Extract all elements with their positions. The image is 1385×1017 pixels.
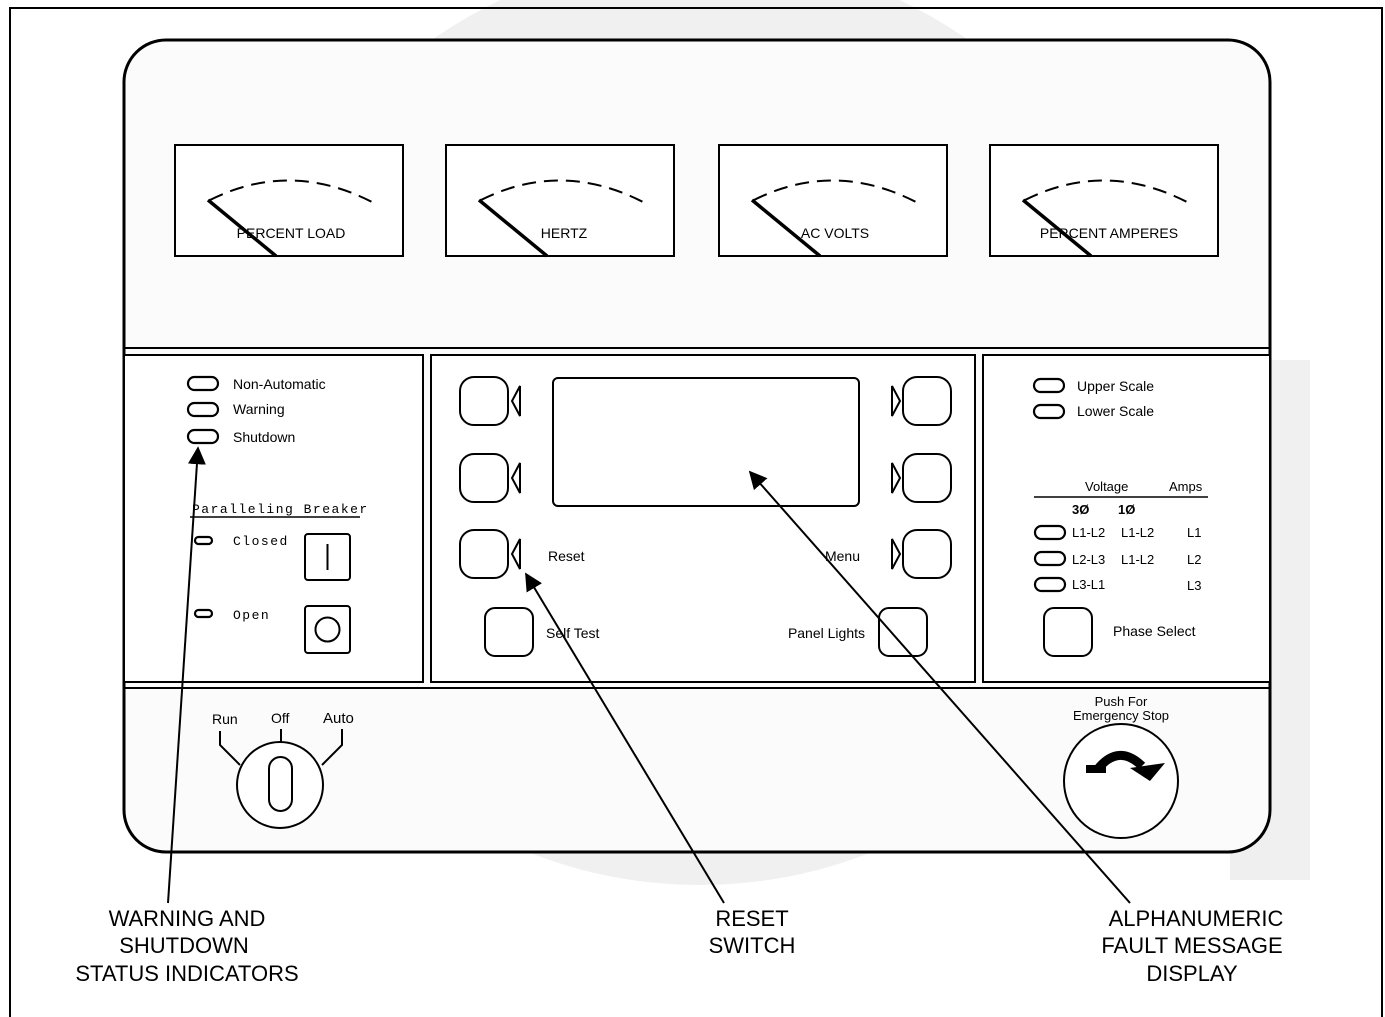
callout-status-line2: SHUTDOWN xyxy=(119,933,249,958)
led-upper-scale xyxy=(1032,377,1066,394)
led-non-automatic xyxy=(186,375,220,392)
callout-status-line1: WARNING AND xyxy=(109,906,266,931)
right-panel: Upper Scale Lower Scale Voltage Amps 3Ø … xyxy=(982,354,1271,683)
meter-hertz: HERTZ xyxy=(445,144,675,258)
triangle-left-icon xyxy=(510,538,521,570)
menu-button[interactable] xyxy=(891,529,952,579)
upper-scale-label: Upper Scale xyxy=(1077,378,1154,394)
indicator-label-shutdown: Shutdown xyxy=(233,429,295,445)
led-lower-scale xyxy=(1032,403,1066,420)
rotate-arrow-icon xyxy=(1086,751,1165,781)
triangle-right-icon xyxy=(891,462,902,494)
soft-key-left-1[interactable] xyxy=(459,376,521,426)
callout-reset-line1: RESET xyxy=(715,906,788,931)
amps-header: Amps xyxy=(1169,479,1203,494)
emergency-stop-button[interactable] xyxy=(1063,723,1179,839)
lower-scale-label: Lower Scale xyxy=(1077,403,1154,419)
triangle-right-icon xyxy=(891,538,902,570)
led-phase-2 xyxy=(1033,550,1067,567)
breaker-closed-label: Closed xyxy=(233,534,289,549)
phase-row-1-v3: L1-L2 xyxy=(1072,525,1105,540)
led-shutdown xyxy=(186,428,220,445)
breaker-open-label: Open xyxy=(233,608,270,623)
self-test-button[interactable] xyxy=(484,607,534,657)
meter-label-percent-load: PERCENT LOAD xyxy=(237,225,346,241)
panel-lights-label: Panel Lights xyxy=(788,625,865,641)
estop-label-line1: Push For xyxy=(1095,694,1148,709)
reset-label: Reset xyxy=(548,548,585,564)
three-phase-label: 3Ø xyxy=(1072,502,1089,517)
indicator-label-warning: Warning xyxy=(233,401,285,417)
panel-lights-button[interactable] xyxy=(878,607,928,657)
meter-label-ac-volts: AC VOLTS xyxy=(801,225,869,241)
callout-display-line2: FAULT MESSAGE xyxy=(1101,933,1282,958)
callout-arrow-reset xyxy=(525,572,725,904)
meter-label-percent-amperes: PERCENT AMPERES xyxy=(1040,225,1178,241)
breaker-close-button[interactable] xyxy=(304,533,351,581)
soft-key-left-2[interactable] xyxy=(459,453,521,503)
phase-row-2-v1: L1-L2 xyxy=(1121,552,1154,567)
phase-row-1-v1: L1-L2 xyxy=(1121,525,1154,540)
open-circle-icon xyxy=(314,616,341,643)
phase-row-3-v3: L3-L1 xyxy=(1072,577,1105,592)
triangle-right-icon xyxy=(891,385,902,417)
callout-arrow-display xyxy=(748,470,1131,904)
meter-percent-amperes: PERCENT AMPERES xyxy=(989,144,1219,258)
led-phase-1 xyxy=(1033,524,1067,541)
bottom-panel: Run Off Auto Push For Emergency Stop xyxy=(212,694,1179,839)
led-breaker-closed xyxy=(193,535,214,546)
soft-key-right-2[interactable] xyxy=(891,453,952,503)
run-off-auto-switch[interactable] xyxy=(236,741,324,829)
callout-display-line1: ALPHANUMERIC xyxy=(1109,906,1284,931)
reset-button[interactable] xyxy=(459,529,521,579)
estop-label-line2: Emergency Stop xyxy=(1073,708,1169,723)
auto-label: Auto xyxy=(323,710,354,727)
phase-row-2-v3: L2-L3 xyxy=(1072,552,1105,567)
led-breaker-open xyxy=(193,608,214,619)
meter-ac-volts: AC VOLTS xyxy=(718,144,948,258)
voltage-header: Voltage xyxy=(1085,479,1128,494)
callout-status-line3: STATUS INDICATORS xyxy=(75,961,298,986)
menu-label: Menu xyxy=(825,548,860,564)
indicator-label-non-automatic: Non-Automatic xyxy=(233,376,326,392)
status-panel: Non-Automatic Warning Shutdown Paralleli… xyxy=(123,354,424,683)
phase-row-2-amp: L2 xyxy=(1187,552,1201,567)
phase-select-label: Phase Select xyxy=(1113,623,1196,639)
callout-arrow-status xyxy=(167,446,206,904)
run-label: Run xyxy=(212,711,238,727)
one-phase-label: 1Ø xyxy=(1118,502,1135,517)
callout-display-line3: DISPLAY xyxy=(1146,961,1238,986)
breaker-title: Paralleling Breaker xyxy=(192,502,369,517)
triangle-left-icon xyxy=(510,462,521,494)
meter-label-hertz: HERTZ xyxy=(541,225,588,241)
phase-row-3-amp: L3 xyxy=(1187,578,1201,593)
off-label: Off xyxy=(271,710,290,726)
phase-select-button[interactable] xyxy=(1043,607,1093,657)
led-phase-3 xyxy=(1033,576,1067,593)
callout-reset-line2: SWITCH xyxy=(709,933,796,958)
soft-key-right-1[interactable] xyxy=(891,376,952,426)
breaker-open-button[interactable] xyxy=(304,605,351,654)
alphanumeric-display xyxy=(552,377,860,507)
center-panel: Reset Menu Self Test Panel Lights xyxy=(430,354,976,683)
self-test-label: Self Test xyxy=(546,625,600,641)
phase-row-1-amp: L1 xyxy=(1187,525,1201,540)
triangle-left-icon xyxy=(510,385,521,417)
meter-percent-load: PERCENT LOAD xyxy=(174,144,404,258)
led-warning xyxy=(186,401,220,418)
key-slot-icon xyxy=(268,756,293,812)
